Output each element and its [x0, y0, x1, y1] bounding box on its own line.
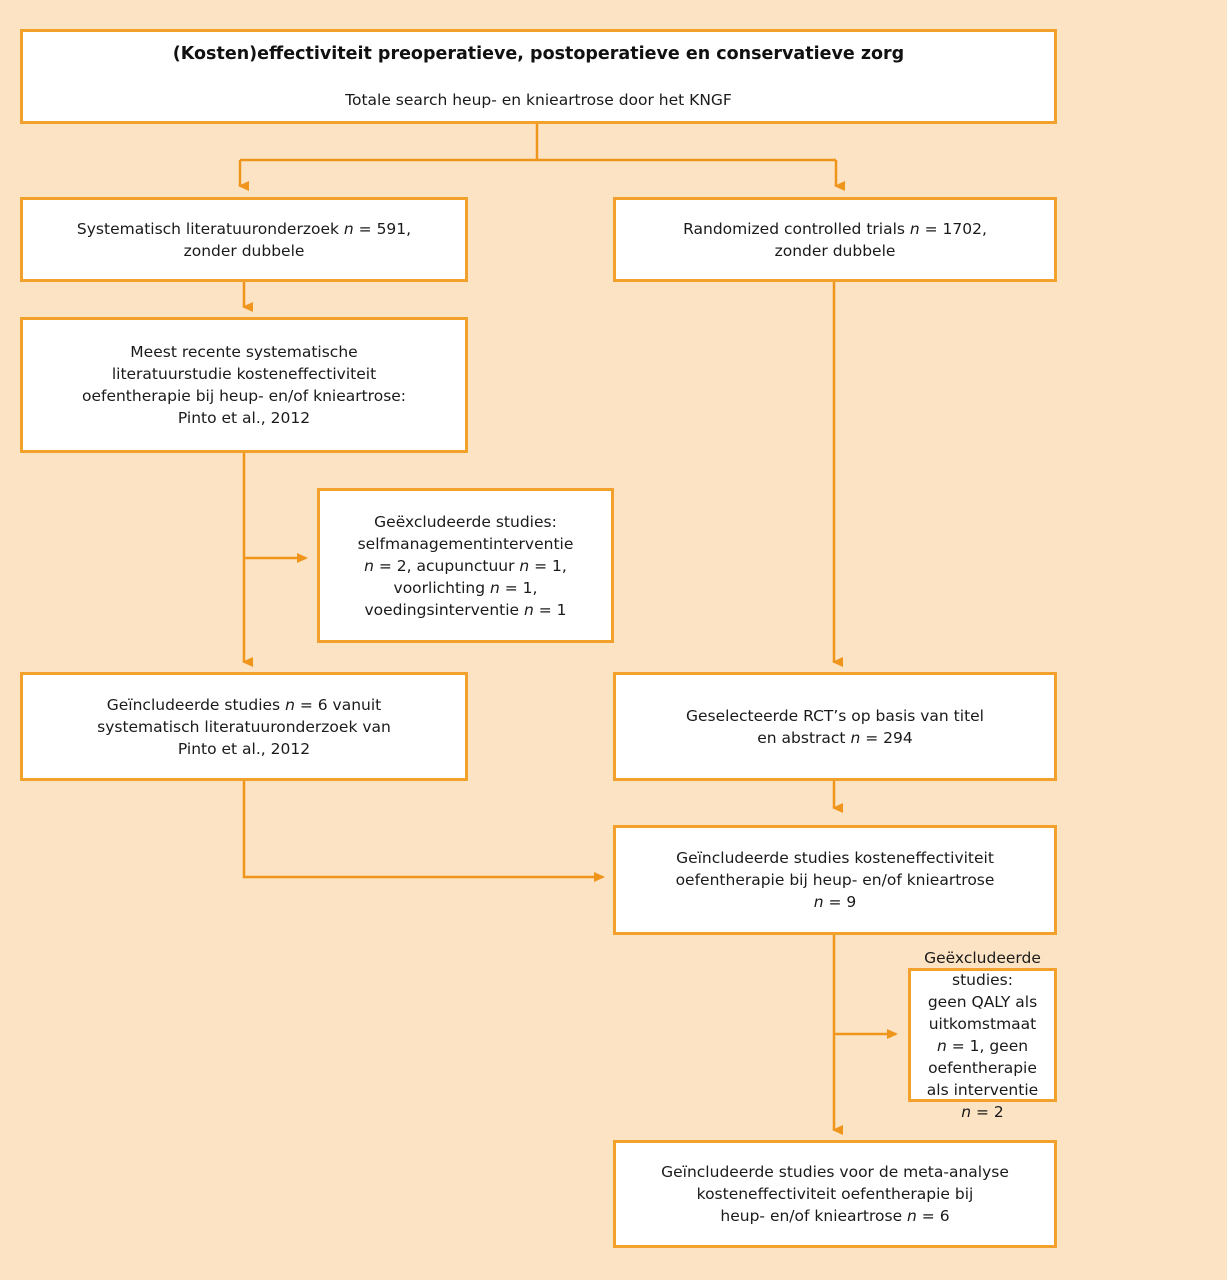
selected-rcts-text: Geselecteerde RCT’s op basis van titel e… — [686, 706, 984, 747]
edge-pinto-branches — [242, 453, 308, 667]
edge-title-split — [238, 124, 845, 191]
included-studies-meta-analysis-text: Geïncludeerde studies voor de meta-analy… — [661, 1163, 1009, 1225]
included-studies-from-review-text: Geïncludeerde studies n = 6 vanuit syste… — [97, 695, 391, 758]
systematic-literature-search-box: Systematisch literatuuronderzoek n = 591… — [20, 197, 468, 282]
included-studies-meta-analysis-box: Geïncludeerde studies voor de meta-analy… — [613, 1140, 1057, 1248]
title-box: (Kosten)effectiviteit preoperatieve, pos… — [20, 29, 1057, 124]
included-studies-cost-effectiveness-text: Geïncludeerde studies kosteneffectivitei… — [675, 849, 995, 911]
title-main-line: (Kosten)effectiviteit preoperatieve, pos… — [172, 43, 905, 64]
most-recent-systematic-review-box: Meest recente systematische literatuurst… — [20, 317, 468, 453]
excluded-studies-right-text: Geëxcludeerde studies: geen QALY als uit… — [924, 949, 1041, 1121]
edge-included9-branches — [832, 935, 898, 1135]
systematic-literature-search-text: Systematisch literatuuronderzoek n = 591… — [76, 219, 412, 260]
edge-included6-included9 — [242, 781, 605, 882]
randomized-controlled-trials-box: Randomized controlled trials n = 1702, z… — [613, 197, 1057, 282]
included-studies-from-review-box: Geïncludeerde studies n = 6 vanuit syste… — [20, 672, 468, 781]
title-text: (Kosten)effectiviteit preoperatieve, pos… — [161, 19, 916, 135]
included-studies-cost-effectiveness-box: Geïncludeerde studies kosteneffectivitei… — [613, 825, 1057, 935]
randomized-controlled-trials-text: Randomized controlled trials n = 1702, z… — [683, 219, 987, 260]
selected-rcts-box: Geselecteerde RCT’s op basis van titel e… — [613, 672, 1057, 781]
excluded-studies-left-box: Geëxcludeerde studies: selfmanagementint… — [317, 488, 614, 643]
title-sub-line: Totale search heup- en knieartrose door … — [345, 91, 732, 109]
most-recent-systematic-review-text: Meest recente systematische literatuurst… — [81, 343, 407, 427]
excluded-studies-left-text: Geëxcludeerde studies: selfmanagementint… — [357, 512, 574, 619]
excluded-studies-right-box: Geëxcludeerde studies: geen QALY als uit… — [908, 949, 1057, 1121]
